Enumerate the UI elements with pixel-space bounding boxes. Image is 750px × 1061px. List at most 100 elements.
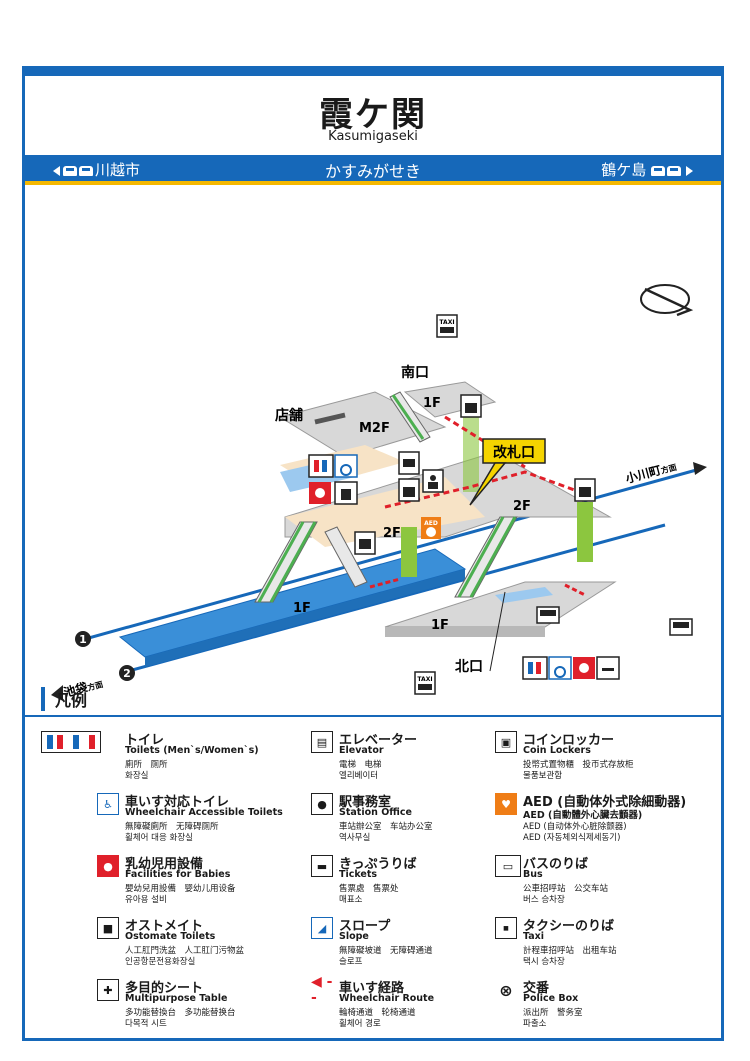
- legend-label-zh: 車站辦公室 车站办公室: [339, 822, 433, 832]
- legend-label-zh: 投幣式置物櫃 投币式存放柜: [523, 760, 634, 770]
- legend-label-ja: AED (自動体外式除細動器): [523, 795, 687, 810]
- ogawamachi-suffix: 方面: [660, 462, 678, 476]
- stairs-right: [454, 516, 518, 598]
- taxi-icon: ■: [495, 917, 517, 939]
- bus-icon: ▭: [495, 855, 521, 877]
- shop-label: 店舗: [275, 407, 303, 424]
- legend-label-ja: スロープ: [339, 919, 391, 934]
- legend-label-ko: 휠체어 경로: [339, 1019, 381, 1029]
- direction-right-label: 鶴ケ島: [601, 161, 647, 179]
- legend-label-ko: 역사무실: [339, 833, 371, 843]
- slope-icon: ◢: [311, 917, 333, 939]
- tickets-icon: ▬: [311, 855, 333, 877]
- elevator-icon-right: [574, 478, 596, 502]
- station-name-kana: かすみがせき: [324, 162, 421, 181]
- wheelchair-route-platform-right: [564, 583, 586, 597]
- platform-right-edge: [385, 627, 545, 637]
- coin-locker-icon: [354, 531, 376, 555]
- legend-label-ko: 택시 승차장: [523, 957, 565, 967]
- train-icon: [79, 165, 93, 176]
- direction-ogawamachi: 小川町方面: [624, 462, 707, 486]
- track-line-1: [84, 467, 701, 641]
- ostomate-icon-m2f: [334, 481, 358, 505]
- legend-label-zh: AED (自动体外心脏除颤器): [523, 822, 627, 832]
- direction-ikebukuro: 池袋方面: [51, 679, 104, 701]
- elevator-icon-top: [460, 394, 482, 418]
- station-diagram-svg: 改札口 1F M2F 2F 2F 1F 1F 南口 北口 店舗 小川町方面 池袋…: [51, 284, 707, 701]
- toilet-icon-m2f: [308, 454, 334, 478]
- floor-label-2f-left: 2F: [383, 526, 401, 541]
- legend-label-ja: バスのりば: [523, 857, 589, 872]
- wheelchair-route-platform-left: [369, 577, 401, 589]
- taxi-icon-south: TAXI: [436, 314, 458, 338]
- stairs-top: [389, 391, 431, 443]
- train-icon: [651, 165, 665, 176]
- legend-label-ja: タクシーのりば: [523, 919, 615, 934]
- legend-label-ko: 휠체어 대응 화장실: [125, 833, 193, 843]
- shop-pointer: [314, 412, 346, 425]
- legend-label-en: Police Box: [523, 993, 579, 1004]
- track-1-marker: 1: [75, 631, 91, 647]
- legend-label-ja: オストメイト: [125, 919, 204, 934]
- stairs-mid: [324, 526, 368, 588]
- compass-icon: [640, 284, 694, 317]
- legend-label-ja: 多目的シート: [125, 981, 204, 996]
- legend-label-en: Station Office: [339, 807, 412, 818]
- legend-label-ko: AED (자동체외식제세동기): [523, 833, 621, 843]
- aed-icon: AED: [421, 517, 441, 539]
- arrow-right-icon: [686, 165, 693, 176]
- legend-label-ko: 엘리베이터: [339, 771, 379, 781]
- legend-label-zh: 人工肛門洗盆 人工肛门污物盆: [125, 946, 245, 956]
- legend-label-ja: 車いす対応トイレ: [125, 795, 230, 810]
- legend-label-ja: 駅事務室: [339, 795, 392, 810]
- legend-label-zh: 廁所 厕所: [125, 760, 168, 770]
- legend-label-ko: 다목적 시트: [125, 1019, 167, 1029]
- legend-label-zh: 派出所 警务室: [523, 1008, 583, 1018]
- svg-text:TAXI: TAXI: [417, 676, 432, 683]
- legend-label-en: Elevator: [339, 745, 384, 756]
- legend-label-ja: 乳幼児用設備: [125, 857, 204, 872]
- north-exit-label: 北口: [455, 659, 483, 675]
- legend-label-en: Multipurpose Table: [125, 993, 228, 1004]
- legend-label-zh: 無障礙廁所 无障碍厕所: [125, 822, 219, 832]
- wheelchair-route-icon: ◀ - -: [311, 974, 333, 1006]
- floor-label-1f-right: 1F: [431, 618, 449, 633]
- wheelchair-route-south: [444, 415, 526, 469]
- elevator-icon-left: [398, 478, 420, 502]
- legend-label-ja: 交番: [523, 981, 550, 996]
- station-map-frame: 霞ケ関 Kasumigaseki 川越市 かすみがせき 鶴ケ島: [22, 66, 724, 1041]
- legend-label-ko: 슬로프: [339, 957, 363, 967]
- legend-rule: [25, 715, 721, 717]
- legend-label-en: Taxi: [523, 931, 545, 942]
- legend-label-zh: 電梯 电梯: [339, 760, 382, 770]
- station-name-kanji: 霞ケ関: [319, 95, 427, 135]
- train-icon: [63, 165, 77, 176]
- legend-label-en: Tickets: [339, 869, 378, 880]
- legend-label-en: Wheelchair Accessible Toilets: [125, 807, 283, 818]
- bus-icon-east: [669, 618, 693, 636]
- legend-label-ja: コインロッカー: [523, 733, 615, 748]
- baby-facility-icon-north: [573, 657, 595, 679]
- track-2-marker: 2: [119, 665, 135, 681]
- legend-label-zh: 多功能替換台 多功能替换台: [125, 1008, 236, 1018]
- legend-label-en: Toilets (Men`s/Women`s): [125, 745, 259, 756]
- toilet-icon: [41, 731, 101, 753]
- legend-label-ko: 버스 승차장: [523, 895, 565, 905]
- ikebukuro-suffix: 方面: [86, 679, 104, 693]
- platform-right-blue-zone: [495, 587, 553, 603]
- legend-label-ko: 화장실: [125, 771, 149, 781]
- legend-label-ja: 車いす経路: [339, 981, 405, 996]
- wheelchair-icon-north: [548, 656, 572, 680]
- legend-label-ko: 매표소: [339, 895, 363, 905]
- south-exit-label: 南口: [401, 364, 429, 381]
- direction-left: 川越市: [53, 159, 140, 180]
- legend-label-zh: 計程車招呼站 出租车站: [523, 946, 617, 956]
- baby-facility-icon-m2f: [309, 482, 331, 504]
- ostomate-icon: ■: [97, 917, 119, 939]
- legend-label-ja: エレベーター: [339, 733, 418, 748]
- legend-label-en: AED (自動體外心臟去顫器): [523, 810, 643, 821]
- legend-label-zh: 無障礙坡道 无障碍通道: [339, 946, 433, 956]
- floor-label-2f-right: 2F: [513, 499, 531, 514]
- ikebukuro-label: 池袋: [62, 679, 90, 700]
- ticket-gate-pointer: [469, 462, 507, 506]
